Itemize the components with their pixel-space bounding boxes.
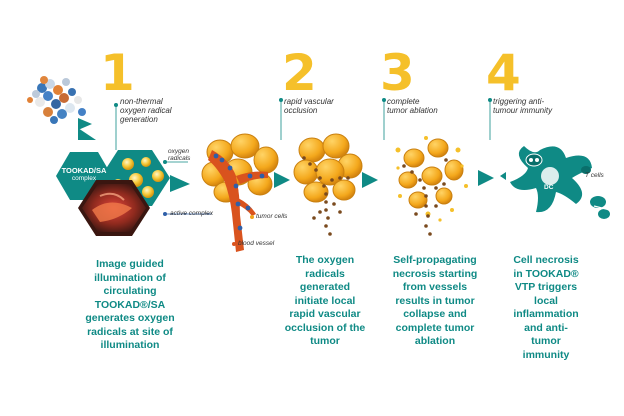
caption-line: immunity xyxy=(522,348,570,361)
caption-step-3: Self-propagating necrosis starting from … xyxy=(380,254,490,349)
tumor-cluster-1 xyxy=(201,133,279,252)
caption-line: tumor xyxy=(310,335,340,347)
caption-line: illumination of xyxy=(94,271,166,284)
blood-vessel-label: blood vessel xyxy=(238,240,275,247)
oxygen-radicals-line: oxygen xyxy=(168,148,189,155)
caption-line: generated xyxy=(299,281,351,293)
caption-line: collapse and xyxy=(403,308,467,320)
caption-step-2: The oxygen radicals generated initiate l… xyxy=(270,254,380,349)
active-complex-label: active complex xyxy=(170,210,213,217)
step-number-1: 1 xyxy=(100,44,135,102)
hex-label-line: complex xyxy=(71,175,97,182)
t-cells-label: T cells xyxy=(585,172,604,179)
arrow-2-3 xyxy=(362,172,378,188)
caption-line: local xyxy=(534,294,558,307)
caption-line: circulating xyxy=(103,285,157,297)
protein-structure-image xyxy=(27,76,92,130)
oxygen-radicals-line: radicals xyxy=(168,155,191,162)
step-label-1-line: oxygen radical xyxy=(120,106,172,115)
step-label-2: rapid vascular occlusion xyxy=(284,97,364,115)
caption-line: occlusion of the xyxy=(284,321,366,334)
caption-step-1: Image guided illumination of circulating… xyxy=(66,258,194,353)
caption-line: tumor xyxy=(531,335,561,347)
caption-line: in TOOKAD® xyxy=(513,267,579,280)
caption-line: radicals xyxy=(305,267,345,280)
tumor-cluster-2 xyxy=(293,133,363,236)
caption-line: TOOKAD®/SA xyxy=(94,298,166,311)
step-label-3: complete tumor ablation xyxy=(387,97,467,115)
caption-line: rapid vascular xyxy=(289,308,361,320)
pointer-triangle xyxy=(78,128,96,140)
caption-line: The oxygen xyxy=(295,254,355,266)
caption-line: illumination xyxy=(100,339,160,351)
step-number-3: 3 xyxy=(380,44,415,102)
caption-step-4: Cell necrosis in TOOKAD® VTP triggers lo… xyxy=(498,254,594,362)
step-number-4: 4 xyxy=(486,44,521,102)
step-label-4-line: tumour immunity xyxy=(493,106,553,115)
step-label-3-line: tumor ablation xyxy=(387,106,438,115)
step-label-2-line: occlusion xyxy=(284,106,318,115)
caption-line: necrosis starting xyxy=(392,267,478,280)
caption-line: initiate local xyxy=(294,294,356,307)
caption-line: inflammation xyxy=(513,308,579,320)
step-label-4-line: triggering anti- xyxy=(493,97,545,106)
oxygen-radicals-label: oxygen radicals xyxy=(168,148,190,162)
arrow-3-4 xyxy=(478,170,494,186)
step-label-1: non-thermal oxygen radical generation xyxy=(120,97,200,124)
caption-line: Image guided xyxy=(96,258,164,270)
caption-line: Cell necrosis xyxy=(513,254,579,266)
step-label-4: triggering anti- tumour immunity xyxy=(493,97,583,115)
caption-line: radicals at site of xyxy=(87,325,173,338)
step-label-1-line: generation xyxy=(120,115,158,124)
caption-line: results in tumor xyxy=(395,294,475,307)
arrow-1-2 xyxy=(274,172,290,188)
caption-line: ablation xyxy=(414,335,456,347)
step-label-2-line: rapid vascular xyxy=(284,97,334,106)
caption-line: from vessels xyxy=(402,281,468,293)
tumor-cluster-3 xyxy=(395,136,468,236)
immune-cells xyxy=(500,146,611,219)
step-label-3-line: complete xyxy=(387,97,420,106)
step-label-1-line: non-thermal xyxy=(120,97,163,106)
tumor-cells-label: tumor cells xyxy=(256,213,288,220)
caption-line: and anti- xyxy=(524,321,568,334)
step-number-2: 2 xyxy=(282,44,317,102)
caption-line: complete tumor xyxy=(395,321,475,334)
caption-line: VTP triggers xyxy=(514,281,578,293)
dc-label: DC xyxy=(544,184,554,191)
caption-line: Self-propagating xyxy=(393,254,477,266)
caption-line: generates oxygen xyxy=(85,312,175,324)
tookad-hexagon-label: TOOKAD/SA complex xyxy=(56,166,112,183)
hex-label-line: TOOKAD/SA xyxy=(61,166,107,175)
